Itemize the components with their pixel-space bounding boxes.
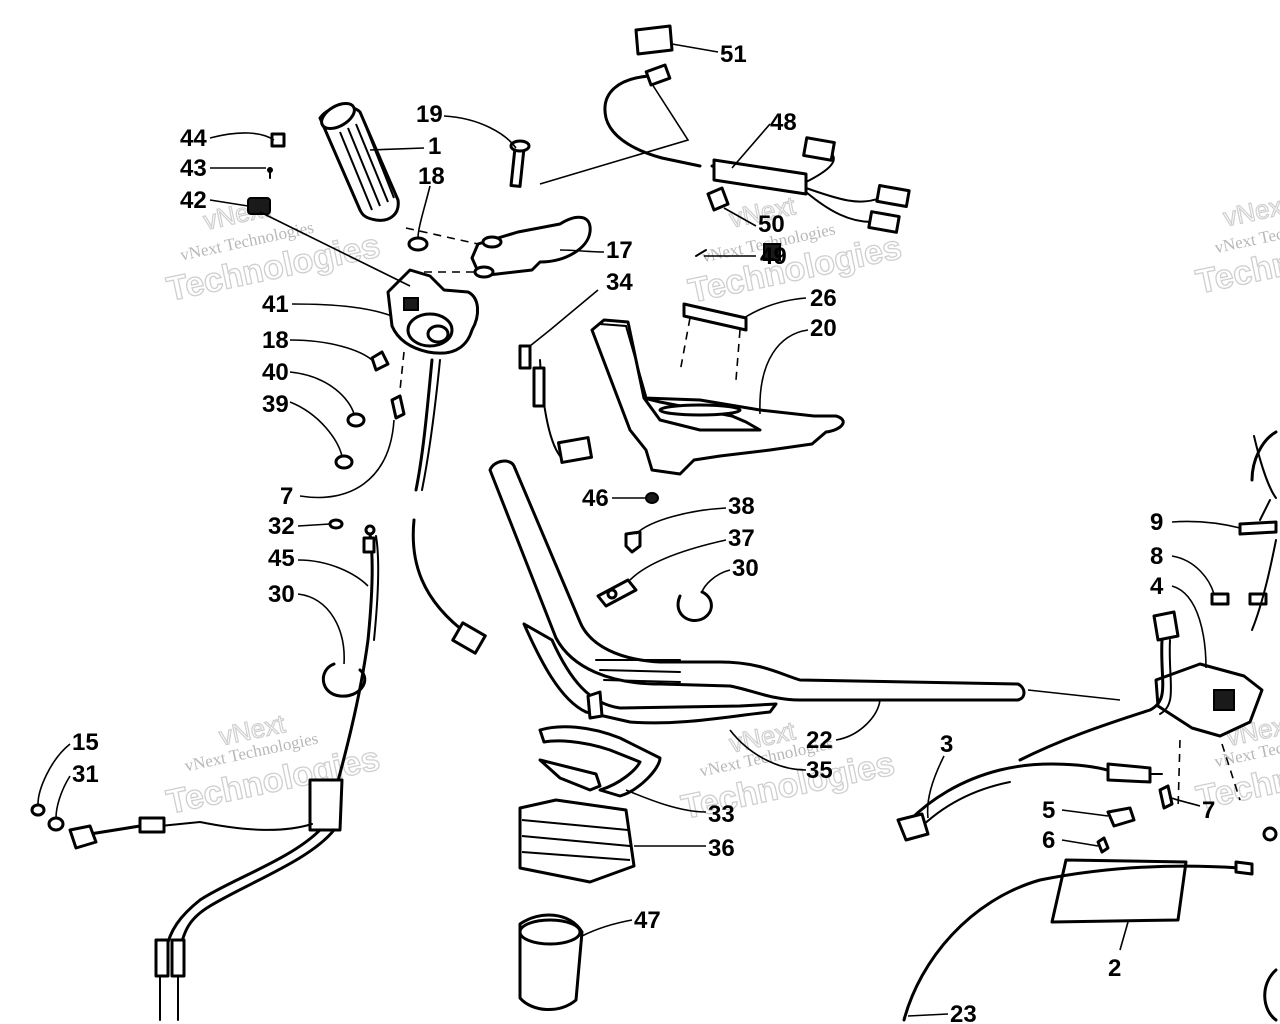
parts [30, 24, 1278, 1022]
callout-30-right: 30 [732, 555, 759, 582]
callout-49: 49 [760, 243, 787, 270]
callout-47: 47 [634, 907, 661, 934]
callout-34: 34 [606, 269, 633, 296]
callout-46: 46 [582, 485, 609, 512]
callouts: 51 48 19 1 44 43 42 18 17 34 50 49 26 [37, 41, 1241, 1024]
watermark-right-top: vNext vNext Technologies Technologies [1192, 189, 1280, 303]
part-switch-hardware [1096, 784, 1174, 854]
callout-18-lower: 18 [262, 327, 289, 354]
callout-38: 38 [728, 493, 755, 520]
callout-35: 35 [806, 757, 833, 784]
callout-2: 2 [1108, 955, 1121, 982]
callout-22: 22 [806, 727, 833, 754]
part-bolt [509, 139, 531, 188]
callout-5: 5 [1042, 797, 1055, 824]
callout-43: 43 [180, 155, 207, 182]
callout-44: 44 [180, 125, 207, 152]
part-kill-switch-lead [518, 289, 599, 464]
part-handlebar-pad [590, 318, 845, 476]
part-pad-nut [645, 492, 659, 504]
part-right-edge-fragments [1250, 430, 1278, 842]
part-connector-small [695, 186, 781, 261]
callout-51: 51 [720, 41, 747, 68]
part-label-tag [634, 24, 674, 56]
callout-17: 17 [606, 237, 633, 264]
part-cable-washers [30, 803, 65, 832]
part-strap [538, 725, 662, 798]
callout-48: 48 [770, 109, 797, 136]
callout-42: 42 [180, 187, 207, 214]
callout-23: 23 [950, 1001, 977, 1024]
part-mount-hardware [596, 530, 713, 622]
callout-41: 41 [262, 291, 289, 318]
callout-32: 32 [268, 513, 295, 540]
callout-40: 40 [262, 359, 289, 386]
callout-50: 50 [758, 211, 785, 238]
part-washer [407, 236, 429, 252]
callout-7-right: 7 [1202, 797, 1215, 824]
part-small-hardware-stack [247, 132, 286, 215]
part-pad-bracket [679, 302, 748, 381]
callout-30-left: 30 [268, 581, 295, 608]
callout-15: 15 [72, 729, 99, 756]
callout-18-upper: 18 [418, 163, 445, 190]
part-grip-cup [518, 913, 584, 1012]
part-crossbar-pad [518, 798, 636, 884]
part-wiring-harness [539, 63, 911, 234]
callout-8: 8 [1150, 543, 1163, 570]
callout-9: 9 [1150, 509, 1163, 536]
callout-31: 31 [72, 761, 99, 788]
part-handlebar-clamp [405, 215, 592, 279]
callout-39: 39 [262, 391, 289, 418]
part-choke-cable [902, 860, 1278, 1022]
part-decal [1050, 858, 1188, 924]
callout-3: 3 [940, 731, 953, 758]
part-brake-lever-housing [1018, 435, 1278, 811]
watermark-left-bottom: vNext vNext Technologies Technologies [163, 708, 384, 823]
part-brake-cable [68, 518, 380, 1021]
callout-37: 37 [728, 525, 755, 552]
callout-33: 33 [708, 801, 735, 828]
callout-26: 26 [810, 285, 837, 312]
part-hand-grip [318, 102, 400, 222]
part-switch-harness [896, 762, 1163, 842]
callout-45: 45 [268, 545, 295, 572]
callout-6: 6 [1042, 827, 1055, 854]
part-throttle-housing [386, 268, 479, 391]
callout-20: 20 [810, 315, 837, 342]
callout-36: 36 [708, 835, 735, 862]
callout-19: 19 [416, 101, 443, 128]
callout-7-left: 7 [280, 483, 293, 510]
watermarks: vNext vNext Technologies Technologies vN… [163, 189, 1280, 828]
part-handlebar [488, 459, 1121, 725]
part-throttle-cable [411, 358, 487, 655]
callout-1: 1 [428, 133, 441, 160]
callout-4: 4 [1150, 573, 1164, 600]
part-lower-hardware [334, 350, 406, 470]
